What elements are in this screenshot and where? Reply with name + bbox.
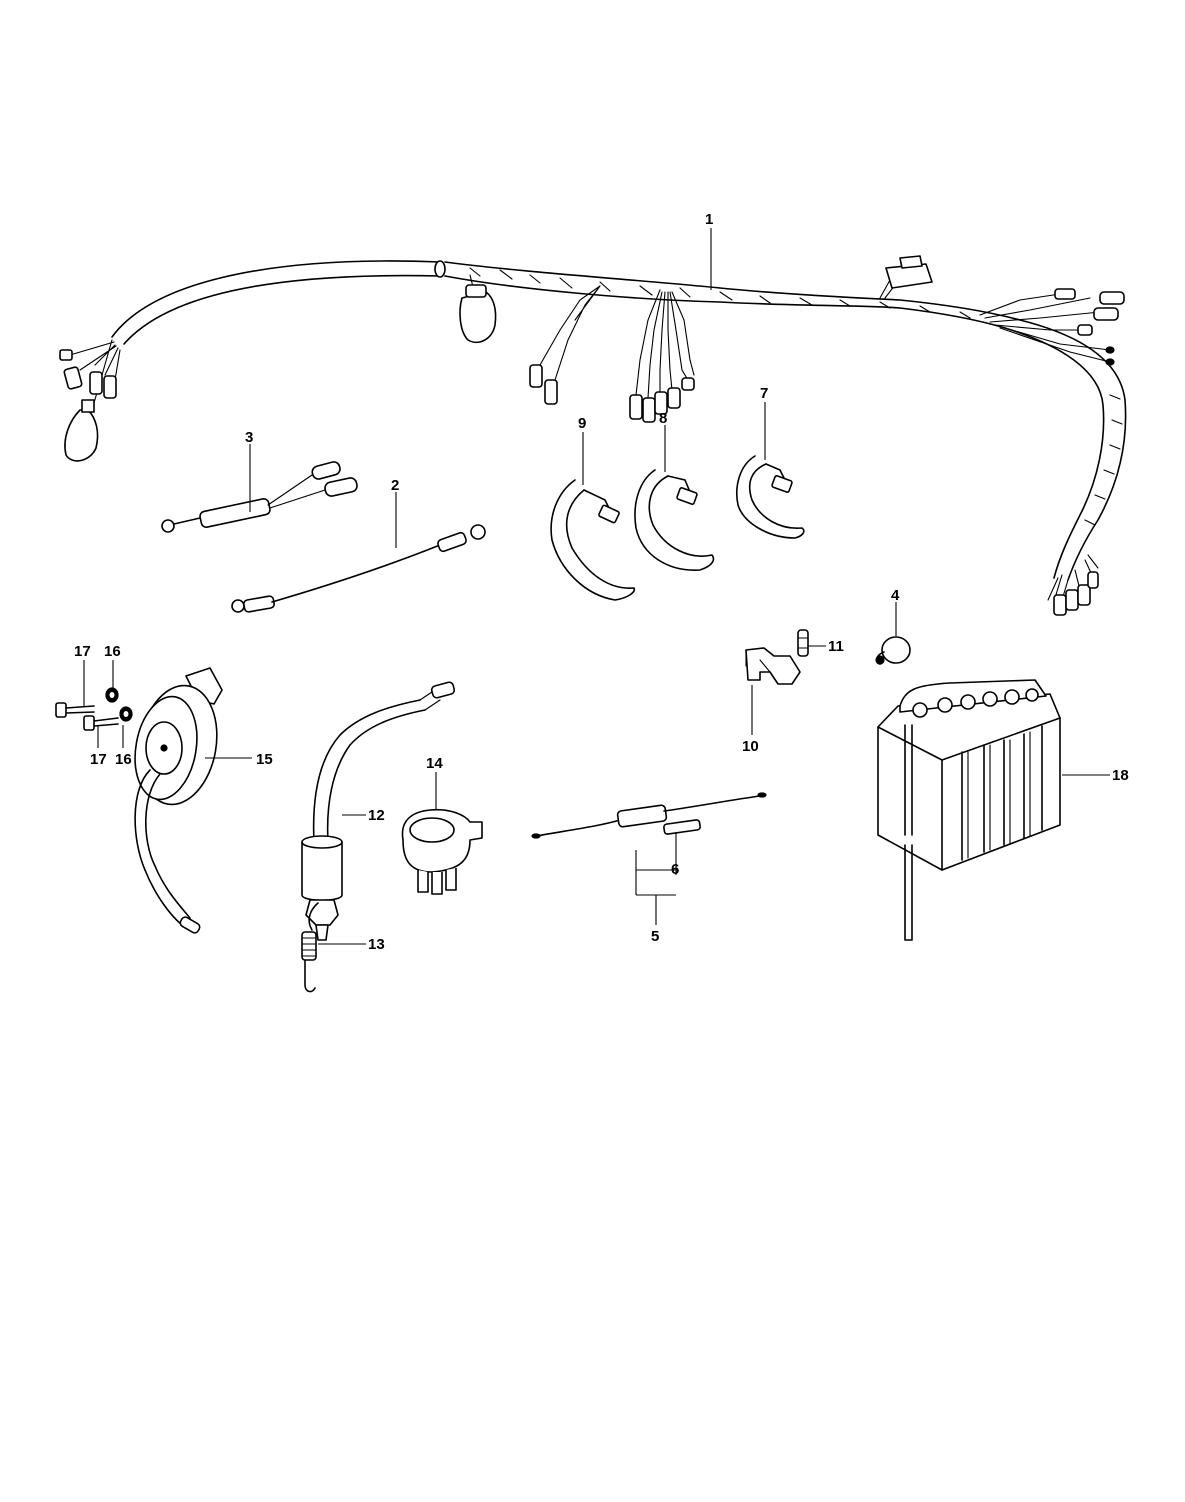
callout-labels: 1 2 3 4 5 6 7 8 9 10 11 12 13 14 15 16 1… xyxy=(74,211,1129,953)
battery-part-18 xyxy=(877,679,1061,941)
callout-1: 1 xyxy=(705,211,713,228)
callout-8: 8 xyxy=(659,410,667,427)
callout-16-upper: 16 xyxy=(104,643,121,660)
clamp-band-part-9 xyxy=(550,479,636,601)
fuse-part-11 xyxy=(797,629,809,657)
callout-17-upper: 17 xyxy=(74,643,91,660)
fuse-holder-part-10 xyxy=(745,647,801,685)
callout-5: 5 xyxy=(651,928,659,945)
callout-4: 4 xyxy=(891,587,900,604)
callout-11: 11 xyxy=(828,638,844,655)
clamp-band-part-7 xyxy=(736,455,805,539)
callout-9: 9 xyxy=(578,415,586,432)
ground-lead-part-2 xyxy=(231,524,486,613)
lead-wire-part-3 xyxy=(161,461,358,533)
fuse-part-6 xyxy=(663,819,701,835)
callout-14: 14 xyxy=(426,755,443,772)
callout-10: 10 xyxy=(742,738,759,755)
horn-part-15 xyxy=(134,667,223,934)
leader-lines xyxy=(83,228,1110,945)
bolt-part-17-lower xyxy=(83,715,119,731)
callout-7: 7 xyxy=(760,385,768,402)
callout-17-lower: 17 xyxy=(90,751,107,768)
fuse-holder-part-5 xyxy=(531,792,767,839)
switch-part-12 xyxy=(301,681,456,941)
relay-part-14 xyxy=(401,808,483,895)
terminal-cap-part-4 xyxy=(875,636,911,665)
washer-part-16-lower xyxy=(119,706,133,722)
callout-2: 2 xyxy=(391,477,399,494)
bolt-part-17-upper xyxy=(55,702,95,718)
callout-6: 6 xyxy=(671,861,679,878)
washer-part-16-upper xyxy=(105,687,119,703)
callout-15: 15 xyxy=(256,751,273,768)
clamp-band-part-8 xyxy=(634,469,715,571)
callout-18: 18 xyxy=(1112,767,1129,784)
callout-16-lower: 16 xyxy=(115,751,132,768)
spring-part-13 xyxy=(301,902,319,993)
callout-3: 3 xyxy=(245,429,253,446)
callout-12: 12 xyxy=(368,807,385,824)
wiring-harness xyxy=(59,255,1127,616)
callout-13: 13 xyxy=(368,936,385,953)
